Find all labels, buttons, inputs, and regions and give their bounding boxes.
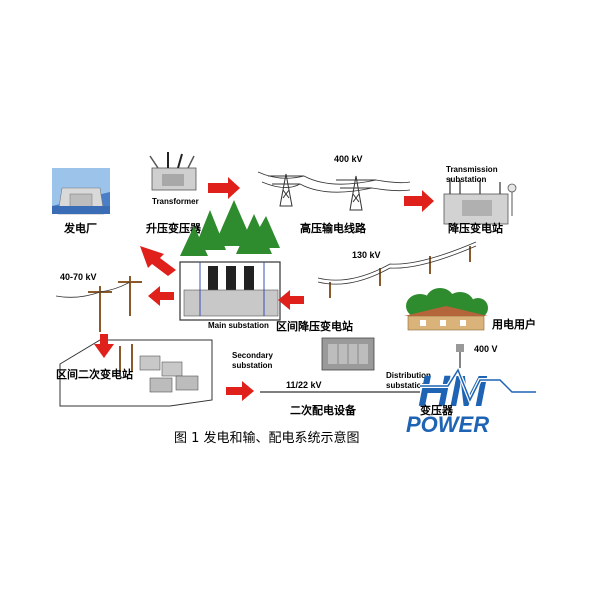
label-hv-line: 高压输电线路 [300,221,367,235]
hm-power-logo: HM POWER [406,365,536,437]
label-transmission-substation: Transmission substation [446,165,500,184]
arrow-transformer-to-line [208,177,240,199]
label-11-22kv: 11/22 kV [286,380,322,390]
trees-main-substation [180,200,280,256]
label-400kv: 400 kV [334,154,363,164]
label-transformer-zh: 变压器 [420,403,454,417]
label-power-users: 用电用户 [492,317,536,331]
label-district-step-down: 区间降压变电站 [276,319,353,333]
label-secondary-distribution: 二次配电设备 [290,403,357,417]
main-substation-illustration [179,261,281,321]
label-main-substation: Main substation [208,321,269,330]
arrow-poles-to-secondary [94,334,114,358]
poles-130kv [329,246,471,298]
arrow-line-to-substation [404,190,434,212]
secondary-substation-illustration [59,339,213,407]
houses-power-users [404,306,488,331]
label-step-up-transformer: 升压变压器 [146,221,202,235]
label-secondary-substation: Secondary substation [232,351,275,370]
label-40-70kv: 40-70 kV [60,272,97,282]
arrow-main-to-plant [140,246,176,276]
label-district-secondary: 区间二次变电站 [56,367,133,381]
label-130kv: 130 kV [352,250,381,260]
power-plant-illustration [52,168,110,215]
label-400v: 400 V [474,344,498,354]
poles-40-70kv [88,276,142,332]
arrow-secondary-to-distribution [226,381,254,401]
hv-tower-left [268,173,304,207]
label-power-plant: 发电厂 [63,221,97,235]
arrow-main-to-poles [148,286,174,306]
label-distribution-substation: Distribution substation [386,371,433,390]
figure-caption: 图 1 发电和输、配电系统示意图 [174,430,360,446]
label-transformer-en: Transformer [152,197,199,206]
distribution-transformer-illustration [456,344,464,368]
flow-arrows [94,177,434,401]
step-up-transformer-illustration [149,152,197,191]
distribution-equipment-illustration [321,337,375,371]
logo-word: POWER [406,412,489,437]
hv-tower-right [336,175,376,211]
arrow-district-to-main [278,290,304,310]
transmission-substation-illustration [443,178,517,225]
label-step-down-station: 降压变电站 [448,221,503,235]
